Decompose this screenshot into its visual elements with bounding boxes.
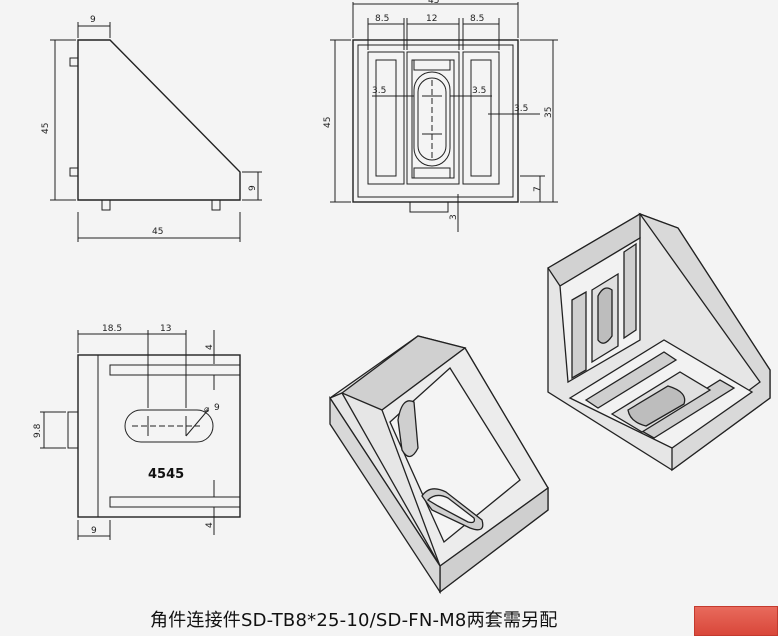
dim-front-seven: 7 — [533, 186, 543, 192]
dim-top-d: 4 — [205, 522, 215, 528]
dim-top-b: 13 — [160, 324, 171, 334]
front-view — [330, 2, 558, 232]
dim-front-height: 45 — [323, 117, 333, 128]
dim-front-right: 8.5 — [470, 14, 484, 24]
dim-top-bottom: 9 — [91, 526, 97, 536]
iso-view-front — [329, 335, 549, 595]
dim-top-side: 9.8 — [33, 423, 43, 438]
part-label: 4545 — [148, 467, 184, 482]
dim-side-foot: 9 — [248, 185, 258, 191]
dim-hole: 9 — [214, 403, 220, 413]
diameter-icon: ⌀ — [204, 405, 210, 415]
side-view — [50, 22, 262, 242]
dim-front-offset: 3.5 — [514, 104, 528, 114]
dim-front-left: 8.5 — [375, 14, 389, 24]
dim-front-slot-left: 3.5 — [372, 86, 386, 96]
dim-side-height: 45 — [41, 123, 51, 134]
dim-front-slot-right: 3.5 — [472, 86, 486, 96]
top-view — [40, 330, 241, 540]
iso-view-back — [547, 212, 771, 472]
dim-side-width: 45 — [152, 227, 163, 237]
dim-front-width: 45 — [428, 0, 439, 6]
dim-side-top: 9 — [90, 15, 96, 25]
dim-top-a: 18.5 — [102, 324, 122, 334]
dim-front-total: 35 — [544, 107, 554, 118]
dim-top-c: 4 — [205, 344, 215, 350]
red-tag-button[interactable] — [694, 606, 778, 636]
dim-front-mid: 12 — [426, 14, 437, 24]
caption: 角件连接件SD-TB8*25-10/SD-FN-M8两套需另配 — [150, 610, 558, 631]
dim-front-three: 3 — [449, 214, 459, 220]
